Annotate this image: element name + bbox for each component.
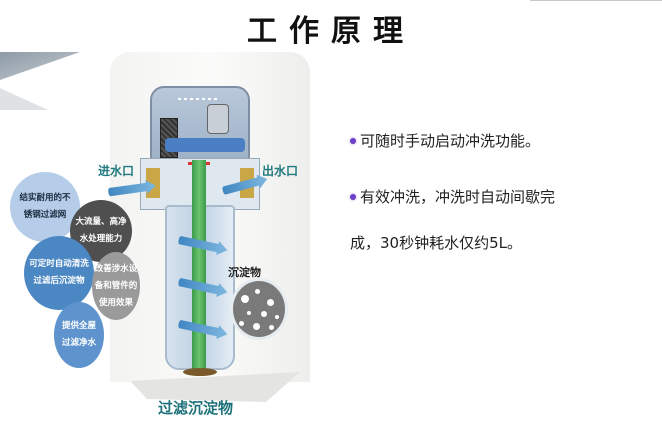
feature-bubble-auto-clean: 可定时自动清洗 过滤后沉淀物 [24, 236, 94, 310]
bubble-text: 大流量、高净 [75, 217, 127, 227]
bullet-icon [350, 194, 356, 200]
particle-icon [269, 325, 274, 330]
particle-icon [261, 311, 267, 317]
particle-icon [239, 321, 244, 326]
bubble-text: 改善涉水设 [94, 263, 138, 274]
valve-icon [207, 104, 229, 134]
center-tube [192, 160, 206, 370]
page-title: 工作原理 [247, 14, 415, 49]
indicator-dots [178, 98, 218, 100]
background-shape [0, 52, 80, 80]
feature-bubble-stainless-mesh: 结实耐用的不 锈钢过滤网 [10, 172, 80, 242]
background-shape [0, 88, 48, 110]
bullet-text: 可随时手动启动冲洗功能。 [360, 132, 541, 150]
bubble-text: 过滤净水 [61, 338, 96, 348]
particle-icon [241, 295, 249, 303]
bubble-text: 过滤后沉淀物 [33, 276, 85, 286]
sediment-label: 沉淀物 [228, 266, 261, 279]
feature-bubble-whole-house: 提供全屋 过滤净水 [54, 302, 104, 368]
bullet-text: 有效冲洗，冲洗时自动间歇完 [360, 188, 556, 206]
bottom-caption: 过滤沉淀物 [158, 399, 234, 417]
particle-icon [275, 315, 279, 319]
particle-icon [247, 311, 251, 315]
bullet-item: 可随时手动启动冲洗功能。 [350, 130, 540, 152]
feature-bubble-equipment-life: 改善涉水设 备和管件的 使用效果 [92, 252, 140, 320]
bubble-text: 结实耐用的不 [19, 193, 71, 203]
bubble-text: 水处理能力 [79, 234, 123, 244]
bubble-text: 使用效果 [98, 297, 133, 308]
bullet-item: 有效冲洗，冲洗时自动间歇完 [350, 186, 555, 208]
top-divider [530, 0, 662, 1]
sediment-deposit [183, 368, 217, 376]
inlet-label: 进水口 [98, 164, 135, 178]
particle-icon [253, 323, 260, 330]
bubble-text: 提供全屋 [61, 321, 96, 331]
bubble-text: 锈钢过滤网 [23, 210, 67, 220]
bullet-continuation: 成，30秒钟耗水仅约5L。 [350, 232, 522, 254]
particle-icon [255, 289, 260, 294]
sediment-magnifier [230, 278, 288, 340]
water-channel [165, 138, 245, 152]
bullet-icon [350, 138, 356, 144]
feature-bubble-high-flow: 大流量、高净 水处理能力 [70, 200, 132, 262]
bubble-text: 可定时自动清洗 [29, 259, 89, 269]
bubble-text: 备和管件的 [94, 280, 138, 291]
bullet-text: 成，30秒钟耗水仅约5L。 [350, 234, 522, 252]
particle-icon [267, 299, 274, 306]
outlet-label: 出水口 [262, 164, 299, 178]
